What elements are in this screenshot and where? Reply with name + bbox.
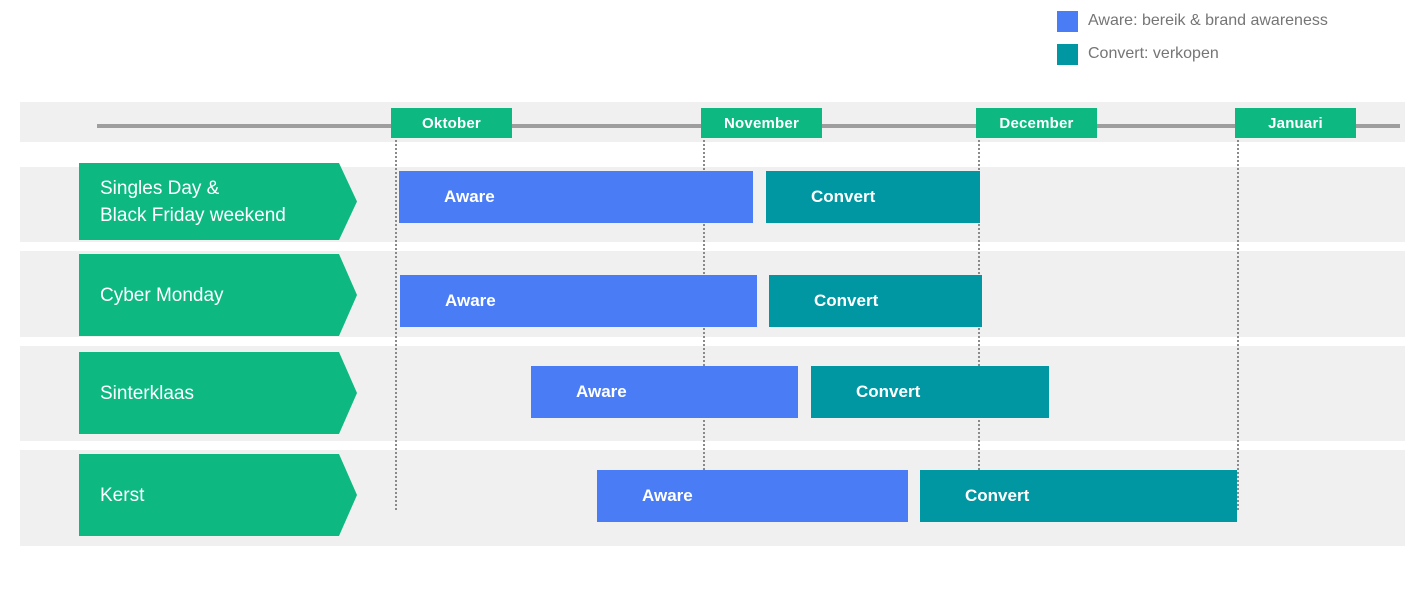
campaign-label-arrow: Sinterklaas	[79, 352, 357, 434]
month-badge-december: December	[976, 108, 1097, 138]
month-badge-januari: Januari	[1235, 108, 1356, 138]
month-badge-november: November	[701, 108, 822, 138]
month-gridline-januari	[1237, 140, 1239, 510]
legend-label-convert: Convert: verkopen	[1088, 45, 1219, 62]
campaign-label-arrow: Kerst	[79, 454, 357, 536]
bar-label: Aware	[444, 187, 495, 206]
convert-color-swatch	[1057, 43, 1078, 65]
gantt-bar-aware: Aware	[531, 366, 798, 418]
bar-label: Convert	[814, 291, 879, 310]
month-gridline-oktober	[395, 140, 397, 510]
gantt-bar-convert: Convert	[811, 366, 1049, 418]
bar-label: Convert	[965, 486, 1030, 505]
gantt-bar-aware: Aware	[399, 171, 753, 223]
gantt-bar-aware: Aware	[597, 470, 908, 522]
gantt-bar-convert: Convert	[920, 470, 1237, 522]
campaign-label: Cyber Monday	[100, 284, 224, 306]
month-badge-oktober: Oktober	[391, 108, 512, 138]
bar-label: Convert	[811, 187, 876, 206]
legend: Aware: bereik & brand awareness Convert:…	[1057, 10, 1328, 76]
campaign-label: Singles Day &Black Friday weekend	[100, 177, 286, 226]
aware-color-swatch	[1057, 10, 1078, 32]
bar-label: Aware	[576, 382, 627, 401]
legend-item-aware: Aware: bereik & brand awareness	[1057, 10, 1328, 32]
campaign-label: Sinterklaas	[100, 382, 194, 404]
campaign-label-arrow: Cyber Monday	[79, 254, 357, 336]
legend-label-aware: Aware: bereik & brand awareness	[1088, 12, 1328, 29]
campaign-label-arrow: Singles Day &Black Friday weekend	[79, 163, 357, 240]
gantt-bar-convert: Convert	[769, 275, 982, 327]
bar-label: Aware	[445, 291, 496, 310]
campaign-label: Kerst	[100, 484, 145, 506]
gantt-bar-aware: Aware	[400, 275, 757, 327]
gantt-bar-convert: Convert	[766, 171, 980, 223]
bar-label: Aware	[642, 486, 693, 505]
legend-item-convert: Convert: verkopen	[1057, 43, 1328, 65]
bar-label: Convert	[856, 382, 921, 401]
